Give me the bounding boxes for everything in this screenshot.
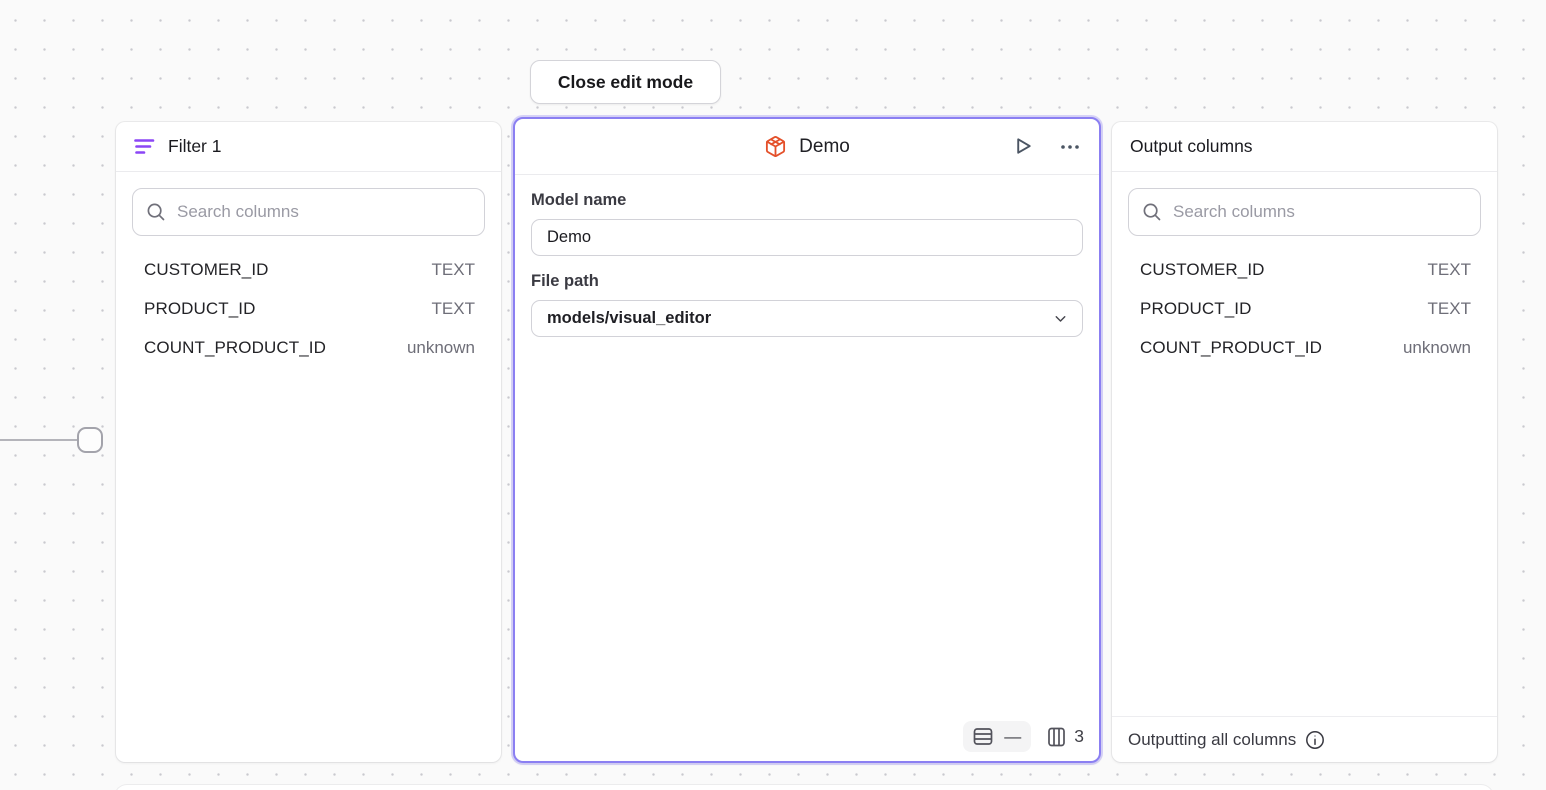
model-actions [1012, 119, 1081, 174]
play-icon [1012, 135, 1035, 158]
row-count-value: — [1004, 727, 1022, 746]
more-options-button[interactable] [1059, 136, 1081, 158]
column-list: CUSTOMER_ID TEXT PRODUCT_ID TEXT COUNT_P… [1112, 250, 1497, 367]
model-name-input[interactable] [531, 219, 1083, 256]
column-type: TEXT [431, 259, 475, 279]
model-form: Model name File path models/visual_edito… [515, 175, 1099, 721]
spacer [1112, 367, 1497, 716]
output-panel-header: Output columns [1112, 122, 1497, 172]
panel-title: Filter 1 [168, 136, 222, 156]
model-stats-footer: — 3 [515, 721, 1099, 761]
column-count-stat[interactable]: 3 [1047, 726, 1084, 747]
column-row: CUSTOMER_ID TEXT [1112, 250, 1497, 289]
close-edit-mode-button[interactable]: Close edit mode [530, 60, 721, 104]
panel-title: Demo [799, 135, 850, 157]
column-row: PRODUCT_ID TEXT [116, 289, 501, 328]
column-row: CUSTOMER_ID TEXT [116, 250, 501, 289]
column-type: unknown [406, 337, 475, 357]
column-type: TEXT [431, 298, 475, 318]
column-row: COUNT_PRODUCT_ID unknown [116, 328, 501, 367]
model-panel-header: Demo [515, 119, 1099, 175]
column-row: PRODUCT_ID TEXT [1112, 289, 1497, 328]
filter-lines-icon [134, 138, 155, 155]
search-input[interactable] [177, 202, 471, 222]
column-name: COUNT_PRODUCT_ID [144, 337, 327, 357]
file-path-select[interactable]: models/visual_editor [531, 300, 1083, 337]
column-name: COUNT_PRODUCT_ID [1140, 337, 1323, 357]
column-type: TEXT [1427, 298, 1471, 318]
ellipsis-icon [1059, 136, 1081, 158]
column-name: PRODUCT_ID [144, 298, 256, 318]
connector-line [0, 439, 78, 441]
model-name-label: Model name [531, 191, 627, 209]
filter-panel-header: Filter 1 [116, 122, 501, 172]
columns-icon [1047, 727, 1066, 747]
filter-search-box [132, 188, 485, 236]
output-footer: Outputting all columns [1112, 716, 1497, 762]
search-icon [1142, 202, 1162, 222]
model-node-panel[interactable]: Demo Model name File path [513, 117, 1101, 763]
column-type: unknown [1402, 337, 1471, 357]
connector-handle[interactable] [77, 427, 103, 453]
bottom-drawer-panel [115, 785, 1493, 790]
rows-icon [973, 727, 993, 746]
search-input[interactable] [1173, 202, 1467, 222]
column-list: CUSTOMER_ID TEXT PRODUCT_ID TEXT COUNT_P… [116, 250, 501, 367]
output-search-box [1128, 188, 1481, 236]
output-footer-text: Outputting all columns [1128, 729, 1297, 749]
search-icon [146, 202, 166, 222]
run-model-button[interactable] [1012, 135, 1035, 158]
chevron-down-icon [1052, 310, 1069, 327]
panel-title: Output columns [1130, 136, 1253, 156]
column-name: CUSTOMER_ID [1140, 259, 1265, 279]
row-count-stat[interactable]: — [963, 721, 1032, 752]
column-name: PRODUCT_ID [1140, 298, 1252, 318]
file-path-label: File path [531, 272, 599, 290]
cube-icon [764, 135, 787, 158]
column-name: CUSTOMER_ID [144, 259, 269, 279]
file-path-value: models/visual_editor [547, 309, 712, 327]
info-icon[interactable] [1305, 730, 1325, 750]
filter-node-panel[interactable]: Filter 1 CUSTOMER_ID TEXT PRODUCT_ID TEX… [116, 122, 501, 762]
column-row: COUNT_PRODUCT_ID unknown [1112, 328, 1497, 367]
column-type: TEXT [1427, 259, 1471, 279]
column-count-value: 3 [1074, 726, 1084, 746]
output-columns-panel[interactable]: Output columns CUSTOMER_ID TEXT PRODUCT_… [1112, 122, 1497, 762]
